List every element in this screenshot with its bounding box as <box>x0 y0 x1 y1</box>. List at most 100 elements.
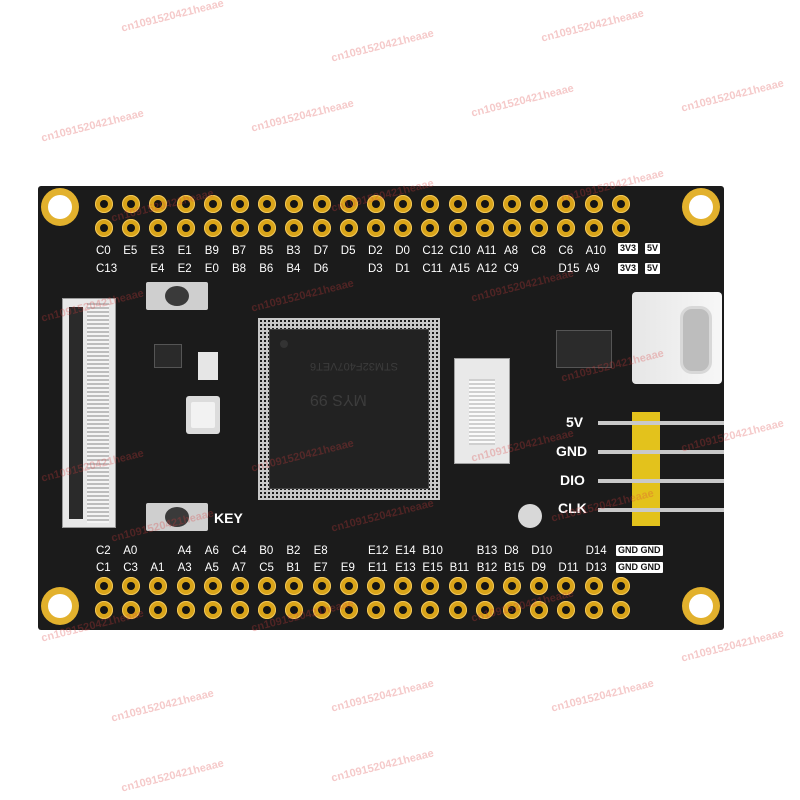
pin-label: D5 <box>340 245 356 257</box>
pin-label: B15 <box>504 562 525 574</box>
pin-pad-icon <box>95 601 113 619</box>
pin-label: A8 <box>504 245 519 257</box>
pin-label: E12 <box>368 545 389 557</box>
pin-label: D11 <box>558 562 579 574</box>
pin-label: A6 <box>204 545 219 557</box>
pin-label: D2 <box>368 245 383 257</box>
chip-marking: MYS 99 <box>310 391 367 408</box>
pin-pad-icon <box>475 195 494 213</box>
pin-label: E2 <box>177 263 192 275</box>
pin-label: C13 <box>96 263 118 275</box>
pin-pad-icon <box>231 219 249 237</box>
pin-label: C3 <box>123 562 138 574</box>
mounting-hole-icon <box>682 188 720 226</box>
pin-label: E14 <box>395 545 416 557</box>
header-label-gnd: GND <box>556 443 588 459</box>
pin-label: A12 <box>476 263 498 275</box>
pin-pad-icon <box>149 601 168 619</box>
pin-pad-icon <box>448 219 467 237</box>
pin-header-icon <box>632 412 660 526</box>
pin-pad-icon <box>149 219 168 237</box>
pin-pad-icon <box>475 601 494 619</box>
pin-pad-icon <box>503 195 521 213</box>
mounting-hole-icon <box>682 587 720 625</box>
power-tag-3v3: 3V3 <box>618 263 639 274</box>
chip-marking: STM32F407VET6 <box>310 360 399 372</box>
pin-label: B9 <box>204 245 219 257</box>
pin-pad-icon <box>394 195 413 213</box>
push-button-icon <box>146 503 208 531</box>
pin-label: C6 <box>558 245 574 257</box>
watermark: cn1091520421heaae <box>330 747 436 785</box>
pin-pad-icon <box>557 195 576 213</box>
pin-pad-icon <box>176 195 195 213</box>
header-pin <box>598 450 724 454</box>
watermark: cn1091520421heaae <box>330 27 436 65</box>
pin-pad-icon <box>557 219 576 237</box>
pin-label: C10 <box>449 245 471 257</box>
crystal-icon <box>186 396 220 434</box>
pin-label: D7 <box>313 245 329 257</box>
pin-label: B6 <box>259 263 274 275</box>
watermark: cn1091520421heaae <box>680 627 786 665</box>
tft-fpc-connector-icon <box>62 298 116 528</box>
header-label-clk: CLK <box>558 500 587 516</box>
pin-label: D8 <box>504 545 519 557</box>
pin-label: C1 <box>96 562 111 574</box>
pin-label: E15 <box>422 562 443 574</box>
capacitor <box>518 504 542 528</box>
pin-label: A15 <box>449 263 471 275</box>
pin-label: D14 <box>585 545 607 557</box>
pin-pad-icon <box>475 577 494 595</box>
pin-label: C5 <box>259 562 274 574</box>
pin-label: C12 <box>422 245 444 257</box>
pin-label: C2 <box>96 545 111 557</box>
pin-pad-icon <box>312 195 331 213</box>
pin-label: A5 <box>204 562 219 574</box>
header-pin <box>598 421 724 425</box>
pin-pad-icon <box>95 577 113 595</box>
pin-pad-icon <box>258 195 277 213</box>
watermark: cn1091520421heaae <box>120 757 226 795</box>
pin-pad-icon <box>530 577 549 595</box>
pin-pad-icon <box>367 195 385 213</box>
pin-pad-icon <box>611 219 630 237</box>
pin-label: A7 <box>232 562 247 574</box>
pin-label: D3 <box>368 263 383 275</box>
pin-pad-icon <box>367 219 385 237</box>
pin-label: C9 <box>504 263 519 275</box>
power-tag-3v3: 3V3 <box>618 243 639 254</box>
pin-pad-icon <box>95 219 113 237</box>
pin-label: B12 <box>476 562 498 574</box>
header-pin <box>598 508 724 512</box>
pin-pad-icon <box>421 195 440 213</box>
pin-pad-icon <box>312 601 331 619</box>
mounting-hole-icon <box>41 188 79 226</box>
pin-label: D0 <box>395 245 410 257</box>
pin-pad-icon <box>339 577 358 595</box>
pin-pad-icon <box>530 219 549 237</box>
pin-pad-icon <box>203 219 222 237</box>
pin-pad-icon <box>448 195 467 213</box>
pin-pad-icon <box>203 601 222 619</box>
pin-label: B13 <box>476 545 498 557</box>
pin-label: A9 <box>585 263 600 275</box>
pin-label: A4 <box>177 545 192 557</box>
pin-pad-icon <box>122 601 141 619</box>
pin-label: B0 <box>259 545 274 557</box>
small-ic <box>154 344 182 368</box>
pin-pad-icon <box>421 219 440 237</box>
pin-pad-icon <box>122 195 141 213</box>
watermark: cn1091520421heaae <box>110 687 216 725</box>
watermark: cn1091520421heaae <box>550 677 656 715</box>
pin-pad-icon <box>122 577 141 595</box>
pin-label: E7 <box>313 562 328 574</box>
pin-pad-icon <box>611 577 630 595</box>
pin-pad-icon <box>203 577 222 595</box>
pin-label: D13 <box>585 562 607 574</box>
pin-pad-icon <box>367 577 385 595</box>
pin-pad-icon <box>339 601 358 619</box>
pin-label: C4 <box>232 545 247 557</box>
pin-pad-icon <box>231 577 249 595</box>
pin-label: B2 <box>286 545 301 557</box>
